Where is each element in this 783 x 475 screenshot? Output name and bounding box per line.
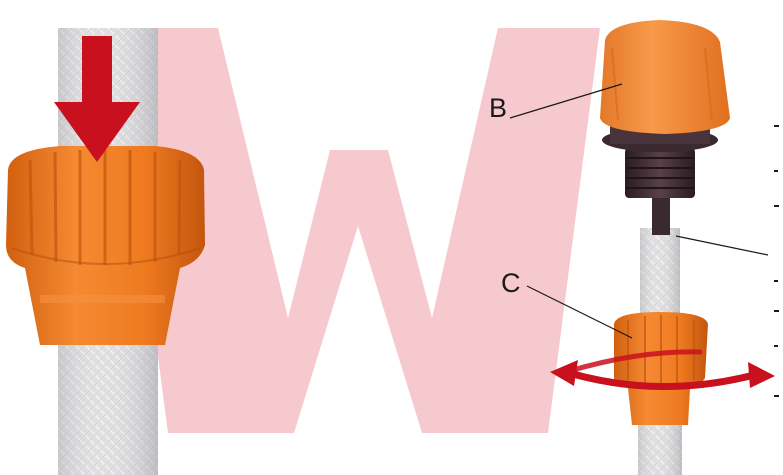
cropped-edge-marks [774, 125, 779, 397]
watermark-letter [115, 28, 600, 433]
leader-lines [509, 83, 769, 339]
rotation-arrow [550, 349, 775, 391]
down-arrow [54, 36, 140, 162]
fitting-thread [602, 126, 718, 235]
cap-b [600, 20, 730, 134]
callout-label-c: C [501, 268, 521, 298]
callout-label-b: B [489, 93, 508, 123]
left-nut [6, 146, 205, 345]
nut-c [614, 312, 708, 425]
